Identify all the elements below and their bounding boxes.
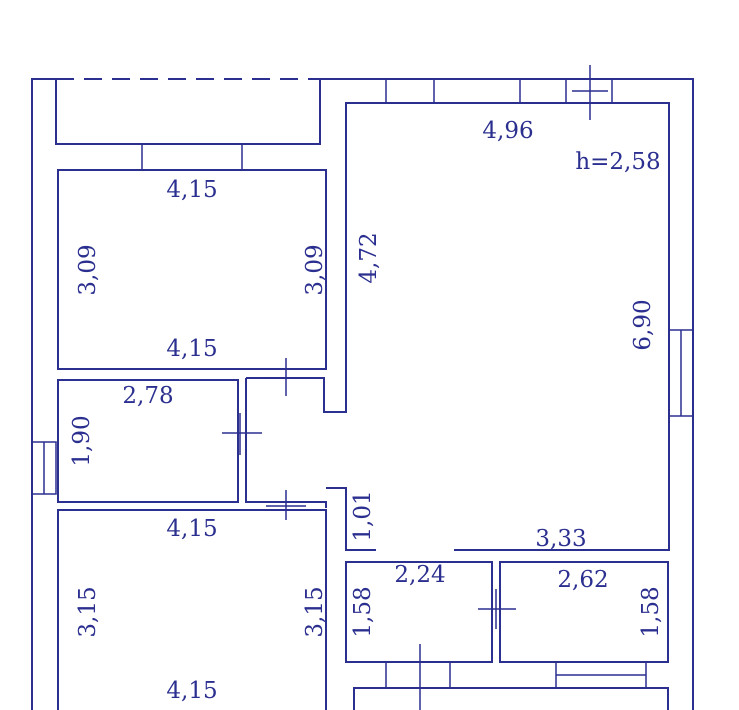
window (385, 78, 435, 104)
dimension-width-top: 4,15 (166, 177, 217, 203)
hall: 1,01 (245, 102, 670, 551)
dimension-width-bottom: 3,33 (535, 526, 586, 552)
dimension-width-bottom: 4,15 (166, 336, 217, 362)
door (222, 413, 262, 455)
bedroom-top: 4,15 4,15 3,09 3,09 (57, 169, 328, 370)
dimension-depth: 1,01 (350, 490, 376, 541)
outer-walls (31, 78, 694, 710)
dimension-width: 2,24 (394, 562, 445, 588)
living-room: 4,96 h=2,58 4,72 6,90 3,33 (356, 65, 694, 552)
dimension-width-bottom: 4,15 (166, 678, 217, 704)
dimension-height: 1,58 (638, 586, 664, 637)
dimension-height-left: 3,15 (75, 586, 101, 637)
window (141, 143, 243, 171)
dimension-width-top: 4,15 (166, 516, 217, 542)
door (266, 490, 306, 520)
door (572, 65, 608, 120)
dimension-height: 1,90 (69, 415, 95, 466)
dimension-width: 2,62 (557, 567, 608, 593)
dimension-height-left: 4,72 (356, 232, 382, 283)
ceiling-height: h=2,58 (575, 149, 660, 175)
door (400, 644, 440, 710)
door (266, 358, 306, 396)
dimension-height: 1,58 (350, 586, 376, 637)
bedroom-bottom: 4,15 4,15 3,15 3,15 (57, 509, 328, 710)
dimension-height-right: 3,15 (302, 586, 328, 637)
dimension-width-top: 4,96 (482, 118, 533, 144)
bottom-wall (353, 661, 669, 710)
dimension-height-right: 3,09 (302, 244, 328, 295)
dimension-height-left: 3,09 (75, 244, 101, 295)
dimension-width: 2,78 (122, 383, 173, 409)
window (385, 661, 451, 689)
door (478, 589, 516, 629)
dimension-height-right: 6,90 (630, 299, 656, 350)
balcony (55, 79, 321, 171)
small-room: 2,78 1,90 (31, 379, 262, 503)
wc: 2,62 1,58 (499, 561, 669, 663)
bathroom: 2,24 1,58 (345, 561, 516, 710)
